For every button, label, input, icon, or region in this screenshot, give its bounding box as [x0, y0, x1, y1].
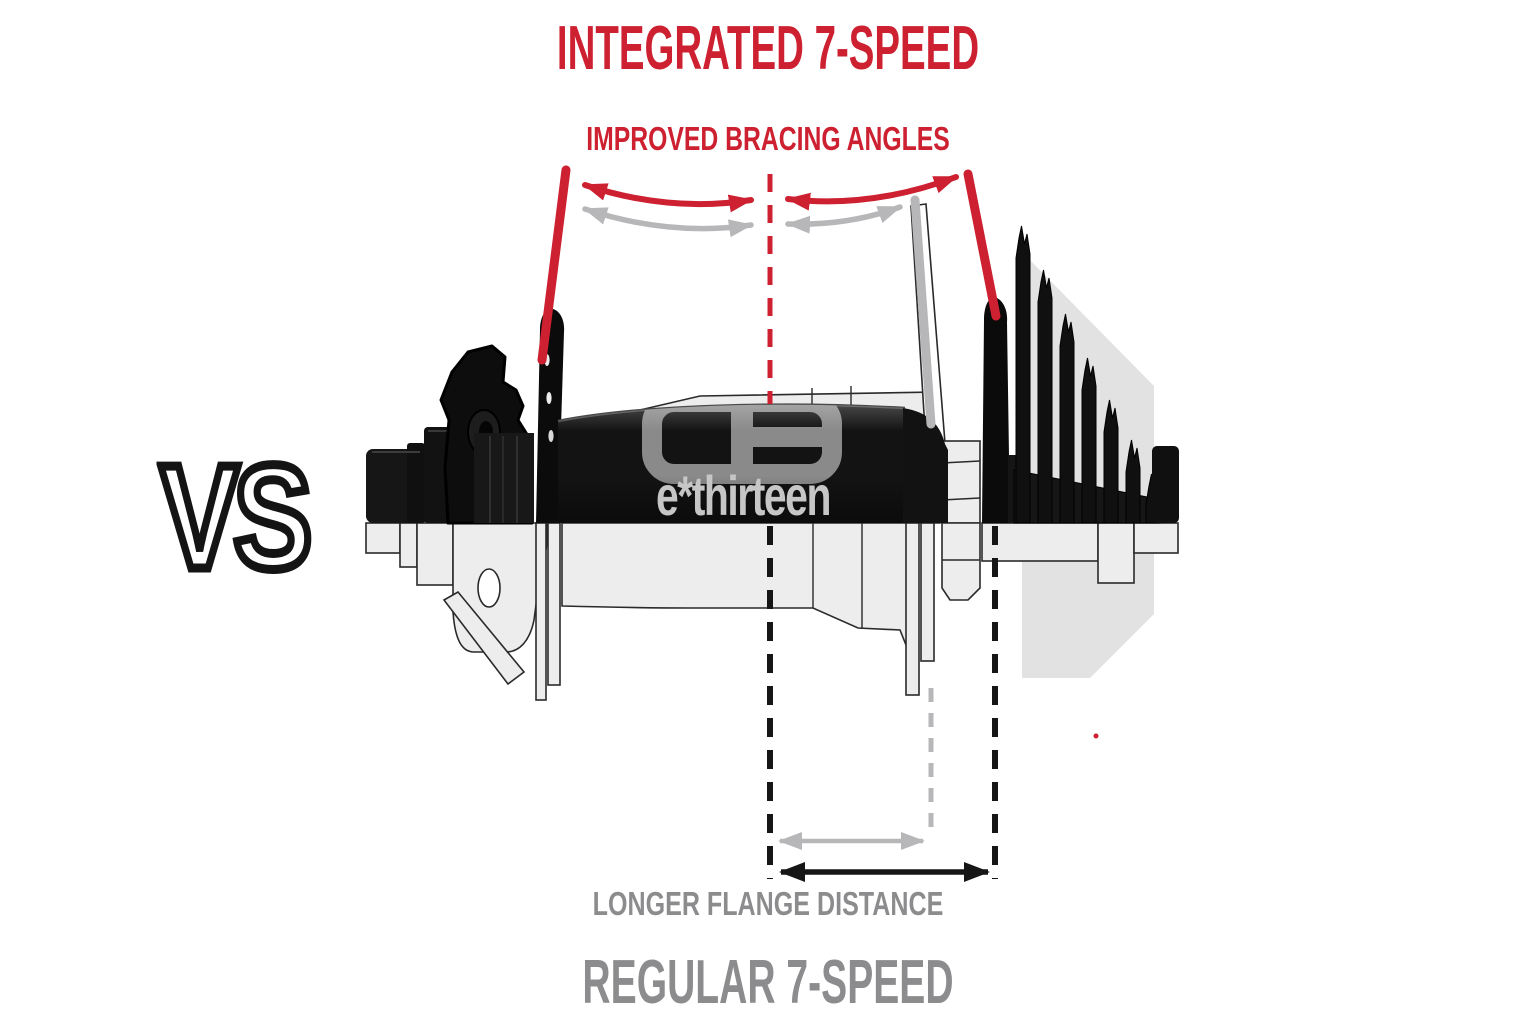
flange-distance-label: LONGER FLANGE DISTANCE: [592, 885, 944, 922]
regular-title: REGULAR 7-SPEED: [582, 948, 954, 1017]
red-bracing-arrow-right: [785, 174, 959, 211]
gray-bracing-arrow-right: [785, 204, 903, 234]
flange-distance-annotation: [767, 526, 998, 882]
hub-brand-logo-text: e*thirteen: [656, 464, 831, 527]
integrated-title: INTEGRATED 7-SPEED: [556, 14, 980, 83]
gray-spoke-line: [910, 195, 936, 429]
red-spoke-line-right: [963, 169, 1001, 321]
gray-bracing-arrow-left: [582, 206, 754, 238]
versus-label: VS: [156, 435, 316, 600]
right-spoke-flange: [982, 297, 1010, 523]
bracing-angles-label: IMPROVED BRACING ANGLES: [586, 120, 950, 157]
integrated-hub-render: [366, 225, 1179, 525]
bracing-angle-annotation: [537, 165, 1001, 429]
red-speck: [1093, 733, 1099, 739]
red-spoke-line-left: [537, 165, 571, 365]
red-bracing-arrow-left: [582, 182, 754, 213]
